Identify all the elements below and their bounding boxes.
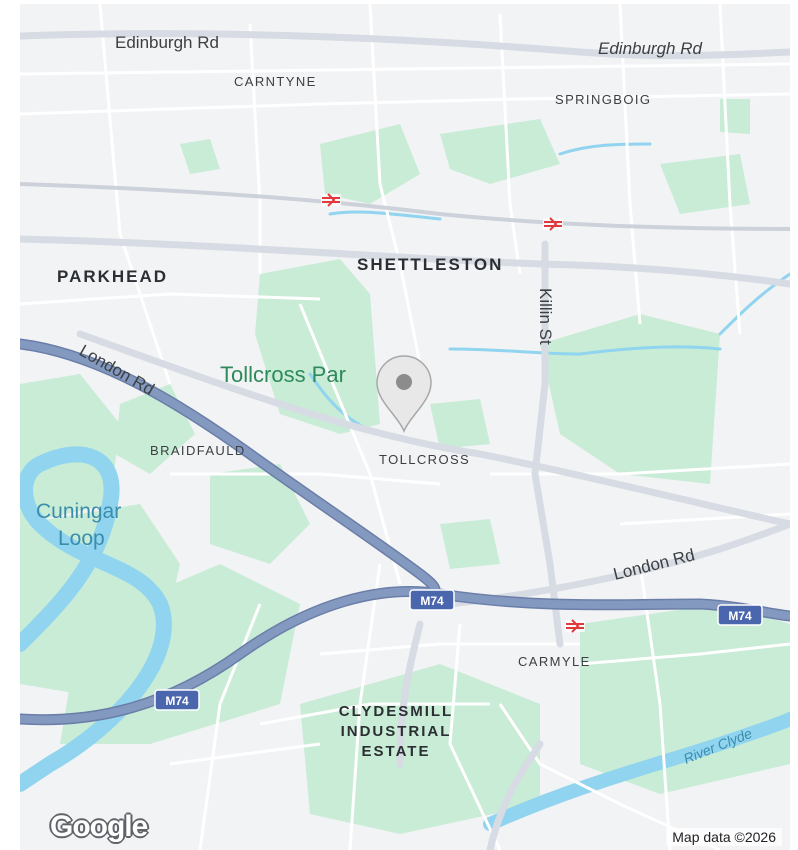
london-rd-east-road (446, 520, 790, 608)
district-braidfauld: BRAIDFAULD (150, 443, 246, 458)
district-tollcross: TOLLCROSS (379, 452, 470, 467)
water-label-cuningar-line1: Cuningar (36, 500, 121, 523)
park-area-east (540, 314, 720, 484)
m74-north (20, 340, 439, 598)
rail-station-icon[interactable] (565, 619, 585, 633)
park-area-north-east (440, 119, 560, 184)
major-roads (20, 30, 790, 850)
water-label-cuningar-line2: Loop (58, 527, 105, 550)
m74-label: M74 (165, 694, 189, 708)
rail-station-icon[interactable] (543, 217, 563, 231)
map-pin-icon[interactable] (376, 355, 432, 434)
district-springboig: SPRINGBOIG (555, 92, 651, 107)
district-shettleston: SHETTLESTON (357, 255, 503, 274)
district-clydesmill-line1: CLYDESMILL (339, 703, 453, 720)
m74-label: M74 (420, 594, 444, 608)
stream-north (328, 210, 442, 221)
rail-station-icon[interactable] (321, 193, 341, 207)
link-road-south-east (486, 740, 544, 850)
rail-line-north (20, 182, 790, 231)
map-svg: M74 M74 M74 Edinburgh Rd Edinburgh Rd Ki… (20, 4, 790, 850)
m74-label: M74 (728, 609, 752, 623)
map-canvas[interactable]: M74 M74 M74 Edinburgh Rd Edinburgh Rd Ki… (20, 4, 790, 850)
road-label-edinburgh-rd-east: Edinburgh Rd (598, 39, 703, 58)
park-area-south-strip (440, 519, 500, 569)
london-rd-road (76, 330, 790, 528)
map-attribution[interactable]: Map data ©2026 (666, 828, 782, 846)
road-label-edinburgh-rd-west: Edinburgh Rd (115, 33, 219, 52)
park-area-north-west (180, 139, 220, 174)
shettleston-road (20, 235, 790, 288)
minor-roads (20, 4, 790, 850)
park-area-north (320, 124, 420, 204)
road-label-killin-st: Killin St (536, 288, 555, 345)
river-clyde (20, 446, 172, 792)
stream-springboig (558, 142, 652, 156)
link-road-south (396, 620, 424, 768)
park-area-centre-south (210, 464, 310, 564)
district-clydesmill-line2: INDUSTRIAL (341, 723, 452, 740)
district-carmyle: CARMYLE (518, 654, 591, 669)
park-label-tollcross-park: Tollcross Par (220, 362, 346, 387)
water-features (20, 142, 790, 831)
park-area-south-east (580, 604, 790, 794)
edinburgh-rd-road (20, 30, 790, 60)
district-carntyne: CARNTYNE (234, 74, 317, 89)
district-clydesmill-line3: ESTATE (362, 743, 431, 760)
m74-shield-centre: M74 (409, 589, 455, 611)
stream-east (448, 345, 722, 356)
park-area-tollcross-east (430, 399, 490, 449)
district-parkhead: PARKHEAD (57, 267, 168, 286)
m74-shield-east: M74 (717, 604, 763, 626)
m74-shield-south: M74 (154, 689, 200, 711)
google-logo: Google (50, 810, 148, 843)
river-clyde-east (483, 712, 790, 831)
